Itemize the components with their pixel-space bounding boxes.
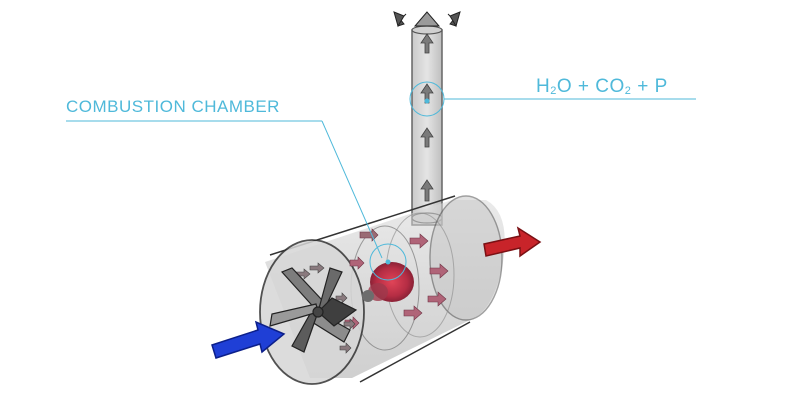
exhaust-pipe — [393, 11, 461, 226]
heat-output-arrow-icon — [483, 226, 542, 258]
exhaust-label-subscript: 2 — [624, 85, 632, 97]
combustion-chamber-label: COMBUSTION CHAMBER — [66, 97, 280, 116]
intake-arrow-icon — [211, 320, 286, 359]
exhaust-label-subscript: 2 — [550, 85, 557, 97]
exhaust-arrow-icon — [393, 11, 461, 28]
callout-chamber — [66, 120, 407, 281]
exhaust-label-part: O + CO — [556, 76, 625, 97]
chimney-flow-arrows — [420, 33, 434, 202]
exhaust-label-part: + P — [631, 76, 668, 97]
exhaust-products-label: H2O + CO2 + P — [536, 76, 668, 98]
callout-exhaust — [409, 81, 696, 117]
fan-blade-icon — [269, 267, 358, 353]
exhaust-label-part: H — [536, 76, 551, 97]
internal-flow-arrows — [344, 228, 449, 330]
inlet-flow-arrows — [295, 262, 356, 354]
